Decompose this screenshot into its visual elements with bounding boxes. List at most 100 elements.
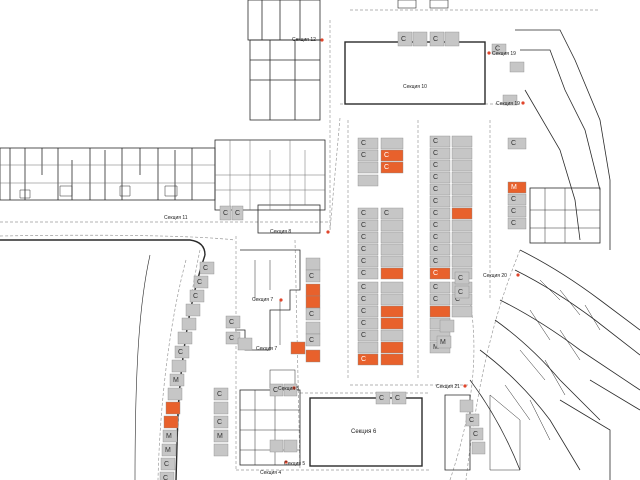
storage-unit-gray[interactable] bbox=[357, 137, 379, 150]
storage-unit-orange[interactable] bbox=[305, 295, 321, 309]
storage-unit-orange[interactable] bbox=[451, 207, 473, 220]
storage-unit-gray[interactable] bbox=[283, 439, 298, 453]
storage-unit-gray[interactable] bbox=[357, 305, 379, 318]
storage-unit-gray[interactable] bbox=[471, 441, 486, 455]
storage-unit-gray[interactable] bbox=[451, 147, 473, 160]
storage-unit-gray[interactable] bbox=[225, 315, 241, 329]
storage-unit-gray[interactable] bbox=[507, 193, 527, 206]
storage-unit-gray[interactable] bbox=[507, 205, 527, 218]
storage-unit-gray[interactable] bbox=[380, 243, 404, 256]
storage-unit-gray[interactable] bbox=[231, 205, 244, 221]
storage-unit-orange[interactable] bbox=[507, 181, 527, 194]
storage-unit-gray[interactable] bbox=[507, 137, 527, 150]
storage-unit-gray[interactable] bbox=[357, 255, 379, 268]
storage-unit-gray[interactable] bbox=[357, 161, 379, 174]
storage-unit-gray[interactable] bbox=[451, 231, 473, 244]
storage-unit-gray[interactable] bbox=[429, 243, 451, 256]
storage-unit-gray[interactable] bbox=[357, 207, 379, 220]
storage-unit-gray[interactable] bbox=[429, 147, 451, 160]
storage-unit-gray[interactable] bbox=[357, 231, 379, 244]
storage-unit-gray[interactable] bbox=[357, 267, 379, 280]
storage-unit-gray[interactable] bbox=[451, 171, 473, 184]
storage-unit-gray[interactable] bbox=[451, 159, 473, 172]
storage-unit-gray[interactable] bbox=[451, 195, 473, 208]
storage-unit-gray[interactable] bbox=[305, 257, 321, 271]
storage-unit-gray[interactable] bbox=[375, 391, 391, 405]
storage-unit-gray[interactable] bbox=[174, 345, 190, 359]
storage-unit-gray[interactable] bbox=[429, 171, 451, 184]
storage-unit-gray[interactable] bbox=[491, 43, 507, 55]
storage-unit-orange[interactable] bbox=[429, 267, 451, 280]
storage-unit-gray[interactable] bbox=[454, 271, 470, 285]
storage-unit-gray[interactable] bbox=[451, 243, 473, 256]
storage-unit-gray[interactable] bbox=[357, 149, 379, 162]
storage-unit-gray[interactable] bbox=[451, 135, 473, 148]
storage-unit-gray[interactable] bbox=[169, 373, 185, 387]
storage-unit-gray[interactable] bbox=[429, 159, 451, 172]
storage-unit-gray[interactable] bbox=[213, 401, 229, 415]
storage-unit-gray[interactable] bbox=[357, 293, 379, 306]
storage-unit-gray[interactable] bbox=[465, 413, 480, 427]
storage-unit-gray[interactable] bbox=[436, 335, 452, 349]
storage-unit-gray[interactable] bbox=[380, 231, 404, 244]
storage-unit-gray[interactable] bbox=[439, 319, 455, 333]
storage-unit-gray[interactable] bbox=[509, 61, 525, 73]
storage-unit-orange[interactable] bbox=[380, 149, 404, 162]
storage-unit-gray[interactable] bbox=[357, 341, 379, 354]
storage-unit-orange[interactable] bbox=[305, 349, 321, 363]
storage-unit-gray[interactable] bbox=[305, 321, 321, 335]
storage-unit-gray[interactable] bbox=[167, 387, 183, 401]
storage-unit-orange[interactable] bbox=[163, 415, 179, 429]
storage-unit-gray[interactable] bbox=[185, 303, 201, 317]
storage-unit-gray[interactable] bbox=[380, 281, 404, 294]
storage-unit-gray[interactable] bbox=[305, 269, 321, 283]
storage-unit-gray[interactable] bbox=[429, 183, 451, 196]
storage-unit-gray[interactable] bbox=[177, 331, 193, 345]
storage-unit-orange[interactable] bbox=[165, 401, 181, 415]
storage-unit-gray[interactable] bbox=[469, 427, 484, 441]
storage-unit-orange[interactable] bbox=[305, 283, 321, 297]
storage-unit-gray[interactable] bbox=[380, 293, 404, 306]
storage-unit-gray[interactable] bbox=[502, 94, 518, 106]
storage-unit-orange[interactable] bbox=[429, 305, 451, 318]
storage-unit-gray[interactable] bbox=[357, 281, 379, 294]
storage-unit-gray[interactable] bbox=[380, 329, 404, 342]
storage-unit-orange[interactable] bbox=[357, 353, 379, 366]
storage-unit-orange[interactable] bbox=[380, 305, 404, 318]
storage-unit-orange[interactable] bbox=[290, 341, 306, 355]
storage-unit-gray[interactable] bbox=[380, 137, 404, 150]
storage-unit-gray[interactable] bbox=[454, 285, 470, 299]
storage-unit-gray[interactable] bbox=[380, 219, 404, 232]
storage-unit-gray[interactable] bbox=[357, 317, 379, 330]
storage-unit-gray[interactable] bbox=[397, 31, 413, 47]
storage-unit-gray[interactable] bbox=[429, 281, 451, 294]
storage-unit-gray[interactable] bbox=[412, 31, 428, 47]
storage-unit-gray[interactable] bbox=[451, 255, 473, 268]
storage-unit-gray[interactable] bbox=[160, 457, 176, 471]
storage-unit-gray[interactable] bbox=[357, 243, 379, 256]
storage-unit-gray[interactable] bbox=[429, 293, 451, 306]
storage-unit-gray[interactable] bbox=[507, 217, 527, 230]
storage-unit-gray[interactable] bbox=[219, 205, 232, 221]
storage-unit-gray[interactable] bbox=[213, 429, 229, 443]
storage-unit-orange[interactable] bbox=[380, 317, 404, 330]
storage-unit-gray[interactable] bbox=[305, 307, 321, 321]
storage-unit-gray[interactable] bbox=[451, 305, 473, 318]
storage-unit-gray[interactable] bbox=[429, 135, 451, 148]
storage-unit-gray[interactable] bbox=[429, 219, 451, 232]
storage-unit-orange[interactable] bbox=[380, 161, 404, 174]
storage-unit-gray[interactable] bbox=[159, 471, 175, 480]
storage-unit-gray[interactable] bbox=[237, 337, 253, 351]
storage-unit-gray[interactable] bbox=[269, 439, 284, 453]
storage-unit-gray[interactable] bbox=[429, 207, 451, 220]
storage-unit-gray[interactable] bbox=[213, 443, 229, 457]
storage-unit-gray[interactable] bbox=[451, 219, 473, 232]
storage-unit-gray[interactable] bbox=[429, 255, 451, 268]
storage-unit-gray[interactable] bbox=[161, 443, 177, 457]
storage-unit-gray[interactable] bbox=[429, 31, 445, 47]
storage-unit-gray[interactable] bbox=[162, 429, 178, 443]
storage-unit-gray[interactable] bbox=[451, 183, 473, 196]
storage-unit-gray[interactable] bbox=[269, 383, 284, 397]
storage-unit-gray[interactable] bbox=[357, 174, 379, 187]
storage-unit-gray[interactable] bbox=[357, 329, 379, 342]
